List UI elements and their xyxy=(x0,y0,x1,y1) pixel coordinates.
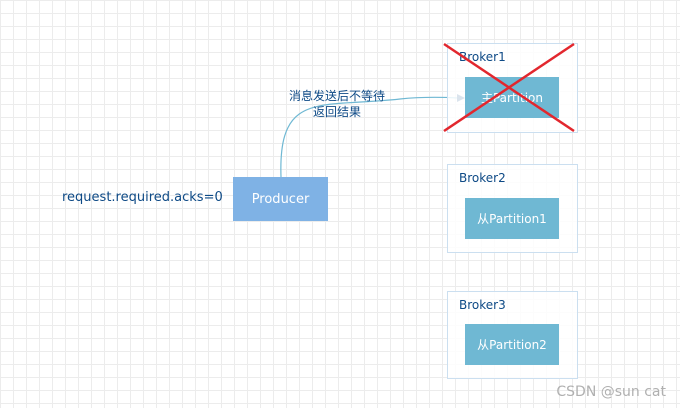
csdn-watermark: CSDN @sun cat xyxy=(556,384,666,400)
broker-3[interactable]: Broker3 从Partition2 xyxy=(447,291,578,379)
send-arrow xyxy=(280,96,459,178)
broker-3-title: Broker3 xyxy=(459,298,506,312)
broker-3-partition-label: 从Partition2 xyxy=(477,338,547,352)
broker-1[interactable]: Broker1 主Partition xyxy=(447,43,578,133)
note-line-1: 消息发送后不等待 xyxy=(288,89,385,103)
producer-label: Producer xyxy=(251,191,310,207)
acks-config-label: request.required.acks=0 xyxy=(62,190,223,205)
note-line-2: 返回结果 xyxy=(312,105,361,119)
cross-line-up xyxy=(443,42,575,133)
broker-2-partition[interactable]: 从Partition1 xyxy=(465,198,559,239)
async-note: 消息发送后不等待 返回结果 xyxy=(283,88,391,120)
broker-2-partition-label: 从Partition1 xyxy=(477,212,547,226)
broker-3-partition[interactable]: 从Partition2 xyxy=(465,324,559,365)
producer-node[interactable]: Producer xyxy=(233,177,328,221)
broker-2[interactable]: Broker2 从Partition1 xyxy=(447,164,578,253)
broker-2-title: Broker2 xyxy=(459,171,506,185)
